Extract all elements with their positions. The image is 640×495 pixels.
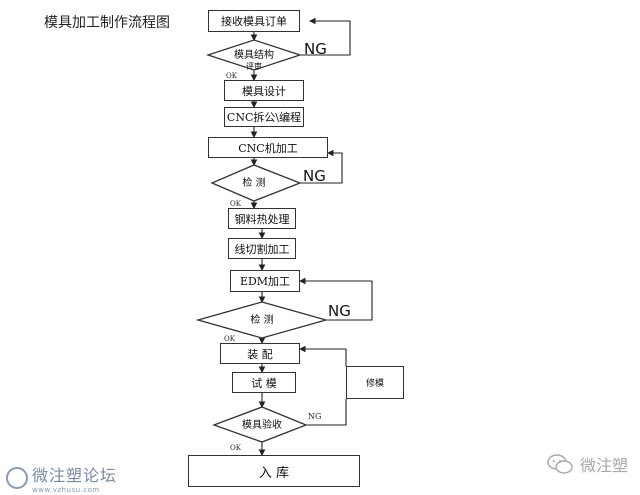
step-cnc-programming: CNC拆公\编程 [224, 107, 304, 127]
decision-inspection-1 [210, 164, 302, 202]
ng-loop-line [300, 149, 343, 184]
forum-watermark-name: 微注塑论坛 [32, 466, 118, 485]
decision-structure-review-label: 模具结构 评审 [224, 50, 284, 72]
wechat-icon [547, 454, 573, 474]
forum-watermark-url: www.vzhusu.com [32, 486, 100, 494]
step-label: 线切割加工 [234, 242, 290, 256]
ng-loop-line [300, 17, 351, 56]
step-label: CNC机加工 [238, 141, 298, 155]
ok-label: OK [226, 72, 237, 80]
step-label: 装 配 [247, 347, 273, 361]
ok-label: OK [224, 335, 235, 343]
step-repair-mold: 修模 [346, 366, 404, 399]
decision-inspection-2-label: 检 测 [250, 315, 274, 326]
step-label: 修模 [365, 379, 384, 389]
step-steel-heat-treatment: 钢料热处理 [228, 208, 296, 229]
decision-structure-review [205, 39, 303, 71]
forum-watermark: 微注塑论坛 www.vzhusu.com [6, 462, 117, 494]
step-label: 接收模具订单 [221, 15, 287, 28]
decision-label-line1: 模具结构 [234, 50, 274, 61]
step-label: CNC拆公\编程 [226, 111, 302, 124]
ng-label: NG [308, 412, 322, 421]
step-edm: EDM加工 [230, 270, 300, 292]
ng-loop-line [306, 399, 347, 426]
ng-label: NG [303, 167, 326, 185]
step-trial-mold: 试 模 [232, 372, 296, 393]
decision-inspection-2 [195, 301, 329, 339]
decision-inspection-1-label: 检 测 [242, 178, 266, 189]
flowchart-title: 模具加工制作流程图 [44, 15, 170, 31]
step-assembly: 装 配 [220, 343, 300, 364]
ng-loop-line [298, 277, 373, 321]
decision-acceptance [212, 406, 308, 443]
wechat-watermark-name: 微注塑 [579, 456, 628, 475]
forum-logo-icon [6, 467, 28, 489]
step-label: EDM加工 [239, 275, 291, 288]
step-label: 入 库 [258, 465, 290, 481]
ng-loop-line [298, 345, 347, 366]
step-label: 钢料热处理 [234, 212, 290, 226]
decision-acceptance-label: 模具验收 [242, 420, 282, 431]
ng-label: NG [328, 302, 351, 320]
ok-label: OK [230, 200, 241, 208]
ng-label: NG [304, 40, 327, 58]
step-storage: 入 库 [188, 455, 360, 487]
step-cnc-machining: CNC机加工 [208, 137, 328, 158]
step-wire-cutting: 线切割加工 [228, 238, 296, 259]
step-receive-order: 接收模具订单 [208, 10, 300, 32]
step-label: 试 模 [251, 376, 277, 390]
step-label: 模具设计 [242, 84, 286, 98]
wechat-watermark: 微注塑 [546, 452, 628, 476]
step-mold-design: 模具设计 [224, 80, 304, 101]
decision-label-line2: 评审 [246, 62, 262, 71]
ok-label: OK [230, 444, 241, 452]
